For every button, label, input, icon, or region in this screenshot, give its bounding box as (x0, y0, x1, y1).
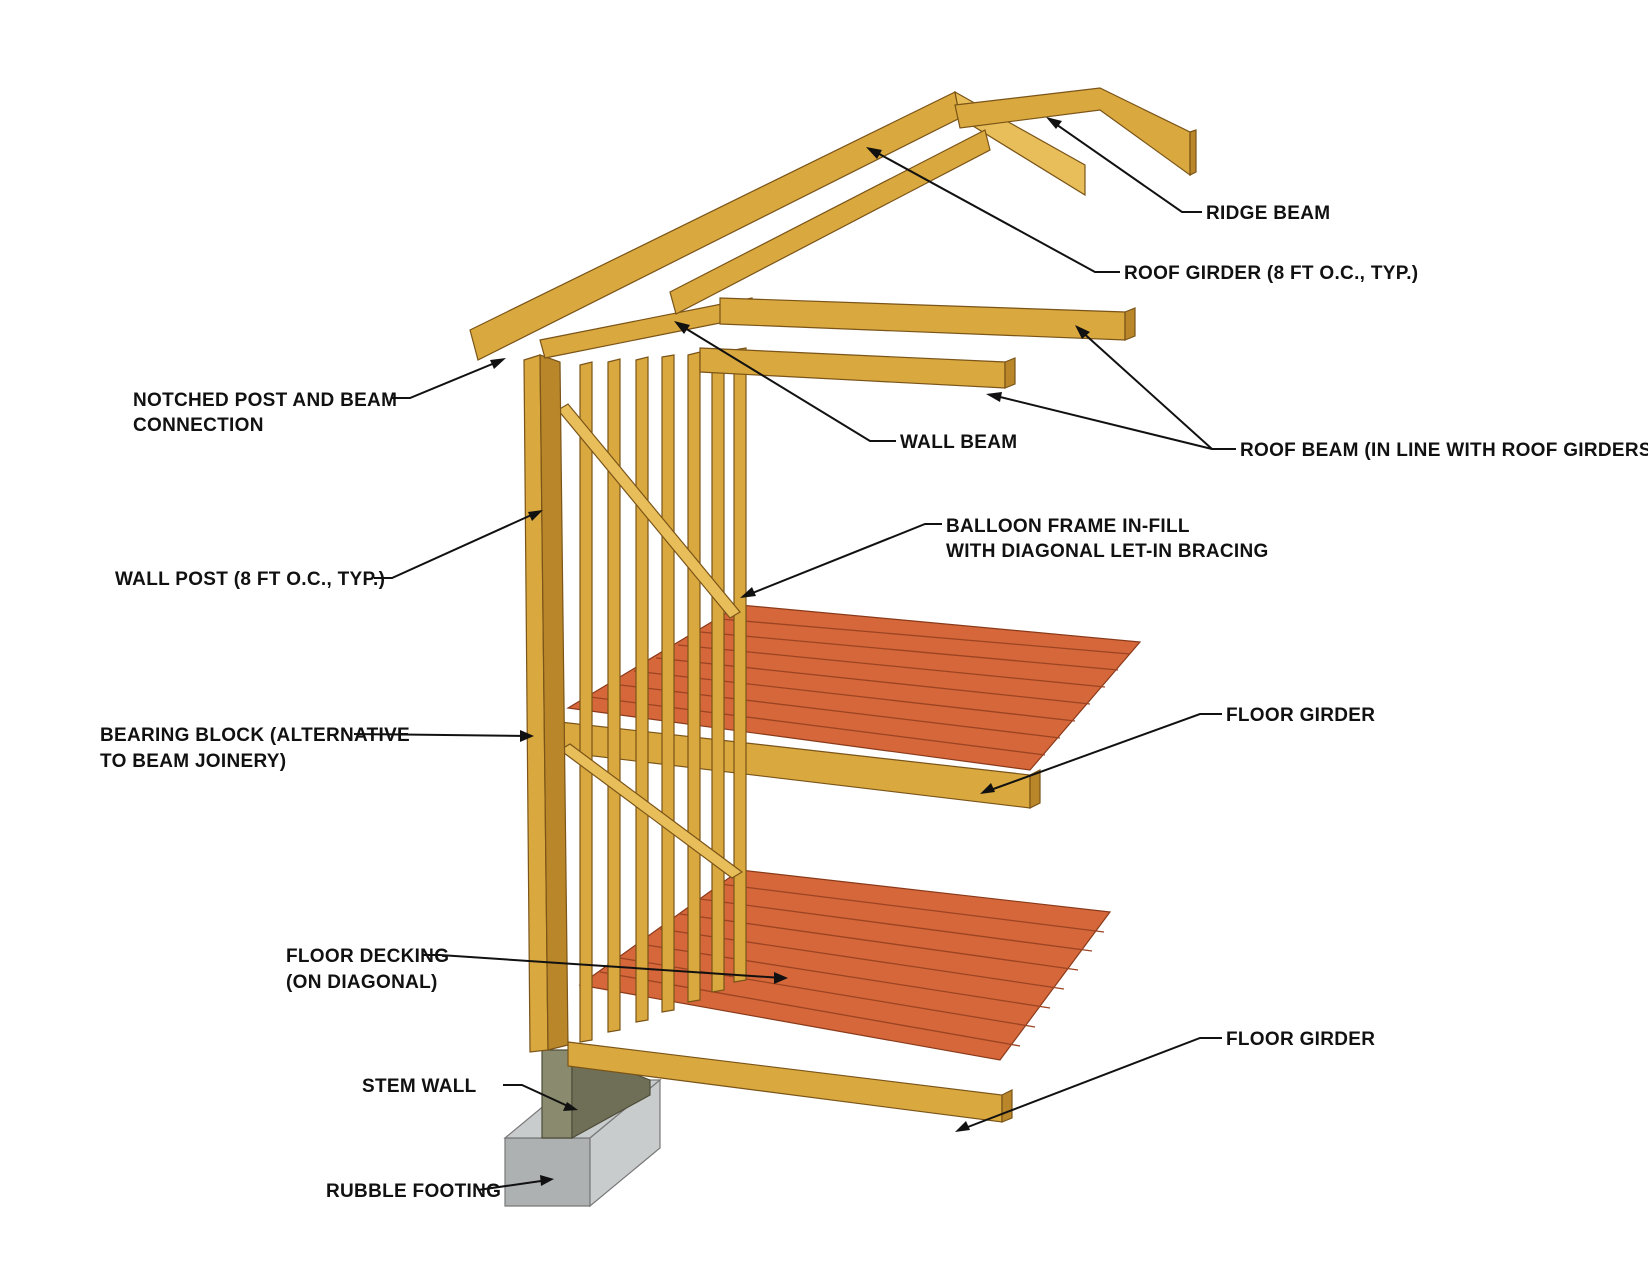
label-bearing-block-line1: BEARING BLOCK (ALTERNATIVE (100, 725, 410, 746)
wall-post (523, 354, 569, 1053)
label-floor-girder-upper: FLOOR GIRDER (1226, 705, 1375, 726)
leader-floor-girder-upper (980, 713, 1222, 794)
label-rubble-footing: RUBBLE FOOTING (326, 1181, 501, 1202)
leader-ridge-beam (1046, 117, 1202, 213)
label-balloon-frame-line1: BALLOON FRAME IN-FILL (946, 516, 1190, 537)
label-floor-decking-line1: FLOOR DECKING (286, 946, 449, 967)
diagonal-let-in-bracing (557, 403, 744, 879)
label-stem-wall: STEM WALL (362, 1076, 477, 1097)
leader-stem-wall (503, 1084, 578, 1111)
label-notched-post-line2: CONNECTION (133, 415, 264, 436)
leader-wall-beam (674, 321, 896, 442)
roof-girder-back (669, 129, 991, 315)
leader-floor-decking (422, 954, 788, 984)
leader-balloon-frame (740, 523, 942, 598)
label-ridge-beam: RIDGE BEAM (1206, 203, 1330, 224)
leader-wall-post (374, 510, 543, 579)
label-floor-girder-lower: FLOOR GIRDER (1226, 1029, 1375, 1050)
leader-roof-beam (986, 325, 1236, 450)
label-notched-post-line1: NOTCHED POST AND BEAM (133, 390, 397, 411)
ridge-beam (954, 87, 1197, 177)
label-floor-decking-line2: (ON DIAGONAL) (286, 972, 438, 993)
label-wall-beam: WALL BEAM (900, 432, 1017, 453)
balloon-frame-infill (579, 347, 747, 1043)
label-wall-post: WALL POST (8 FT O.C., TYP.) (115, 569, 385, 590)
label-balloon-frame-line2: WITH DIAGONAL LET-IN BRACING (946, 541, 1269, 562)
label-bearing-block-line2: TO BEAM JOINERY) (100, 751, 286, 772)
label-roof-beam: ROOF BEAM (IN LINE WITH ROOF GIRDERS) (1240, 440, 1648, 461)
leader-floor-girder-lower (955, 1037, 1222, 1132)
floor-decking-upper (566, 604, 1142, 771)
leader-bearing-block (353, 730, 534, 742)
roof-beam-front (699, 347, 1016, 389)
leader-notched-post (392, 358, 506, 399)
leader-rubble-footing (477, 1175, 554, 1191)
leader-roof-girder (866, 147, 1120, 273)
floor-decking-lower (578, 869, 1112, 1061)
label-roof-girder: ROOF GIRDER (8 FT O.C., TYP.) (1124, 263, 1418, 284)
roof-beam-back (719, 297, 1136, 341)
